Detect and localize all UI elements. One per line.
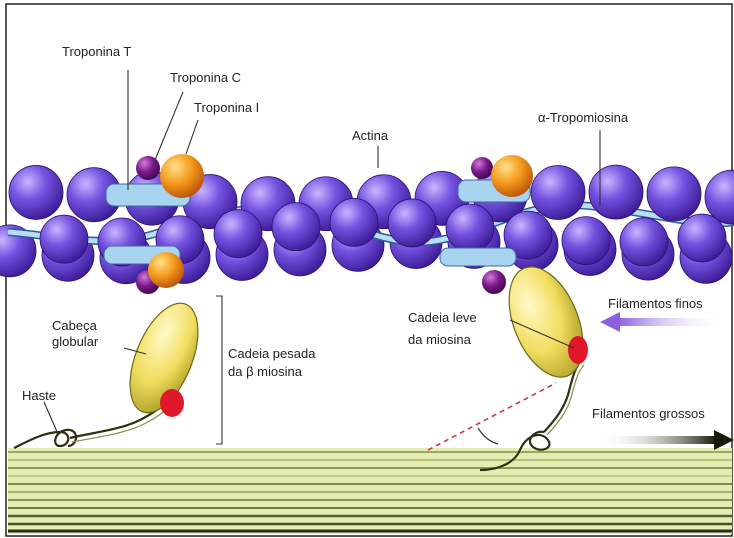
fine-filament-arrow	[600, 312, 724, 332]
troponin-i-sphere-1	[136, 156, 160, 180]
actin-bead-top-11	[647, 167, 701, 221]
label-troponina-i: Troponina I	[194, 100, 259, 116]
myosin-head-left	[116, 294, 211, 423]
actin-bead-front-3	[214, 210, 262, 258]
light-chain-left	[160, 389, 184, 417]
label-cabeca-line1: Cabeça	[52, 318, 97, 334]
label-filamentos-finos: Filamentos finos	[608, 296, 703, 312]
label-cadeia-leve-line1: Cadeia leve	[408, 310, 477, 326]
troponin-i-sphere-4	[482, 270, 506, 294]
light-chain-right	[568, 336, 588, 364]
actin-bead-front-9	[562, 217, 610, 265]
label-cadeia-pesada-line1: Cadeia pesada	[228, 346, 315, 362]
label-actina: Actina	[352, 128, 388, 144]
troponin-t-block-4	[440, 248, 516, 266]
label-filamentos-grossos: Filamentos grossos	[592, 406, 705, 422]
actin-bead-front-11	[678, 214, 726, 262]
angle-dashed-line	[428, 383, 556, 450]
label-haste: Haste	[22, 388, 56, 404]
troponin-i-sphere-3	[471, 157, 493, 179]
angle-arc	[478, 428, 498, 444]
troponin-c-sphere-2	[148, 252, 184, 288]
troponin-c-sphere-1	[160, 154, 204, 198]
thick-filament-arrow	[598, 430, 734, 450]
label-cadeia-pesada-line2: da β miosina	[228, 364, 302, 380]
label-alfa-tropomiosina: α-Tropomiosina	[538, 110, 628, 126]
troponin-c-sphere-3	[491, 155, 533, 197]
actin-bead-front-10	[620, 218, 668, 266]
actin-bead-front-7	[446, 204, 494, 252]
actin-bead-front-5	[330, 198, 378, 246]
label-cadeia-leve-line2: da miosina	[408, 332, 471, 348]
actin-bead-top-10	[589, 165, 643, 219]
actin-bead-top-9	[531, 165, 585, 219]
actin-bead-top-0	[9, 165, 63, 219]
label-troponina-t: Troponina T	[62, 44, 131, 60]
thick-filament	[8, 448, 732, 534]
actin-bead-front-0	[40, 215, 88, 263]
actin-bead-front-6	[388, 199, 436, 247]
label-troponina-c: Troponina C	[170, 70, 241, 86]
label-cabeca-line2: globular	[52, 334, 98, 350]
actin-bead-front-4	[272, 203, 320, 251]
